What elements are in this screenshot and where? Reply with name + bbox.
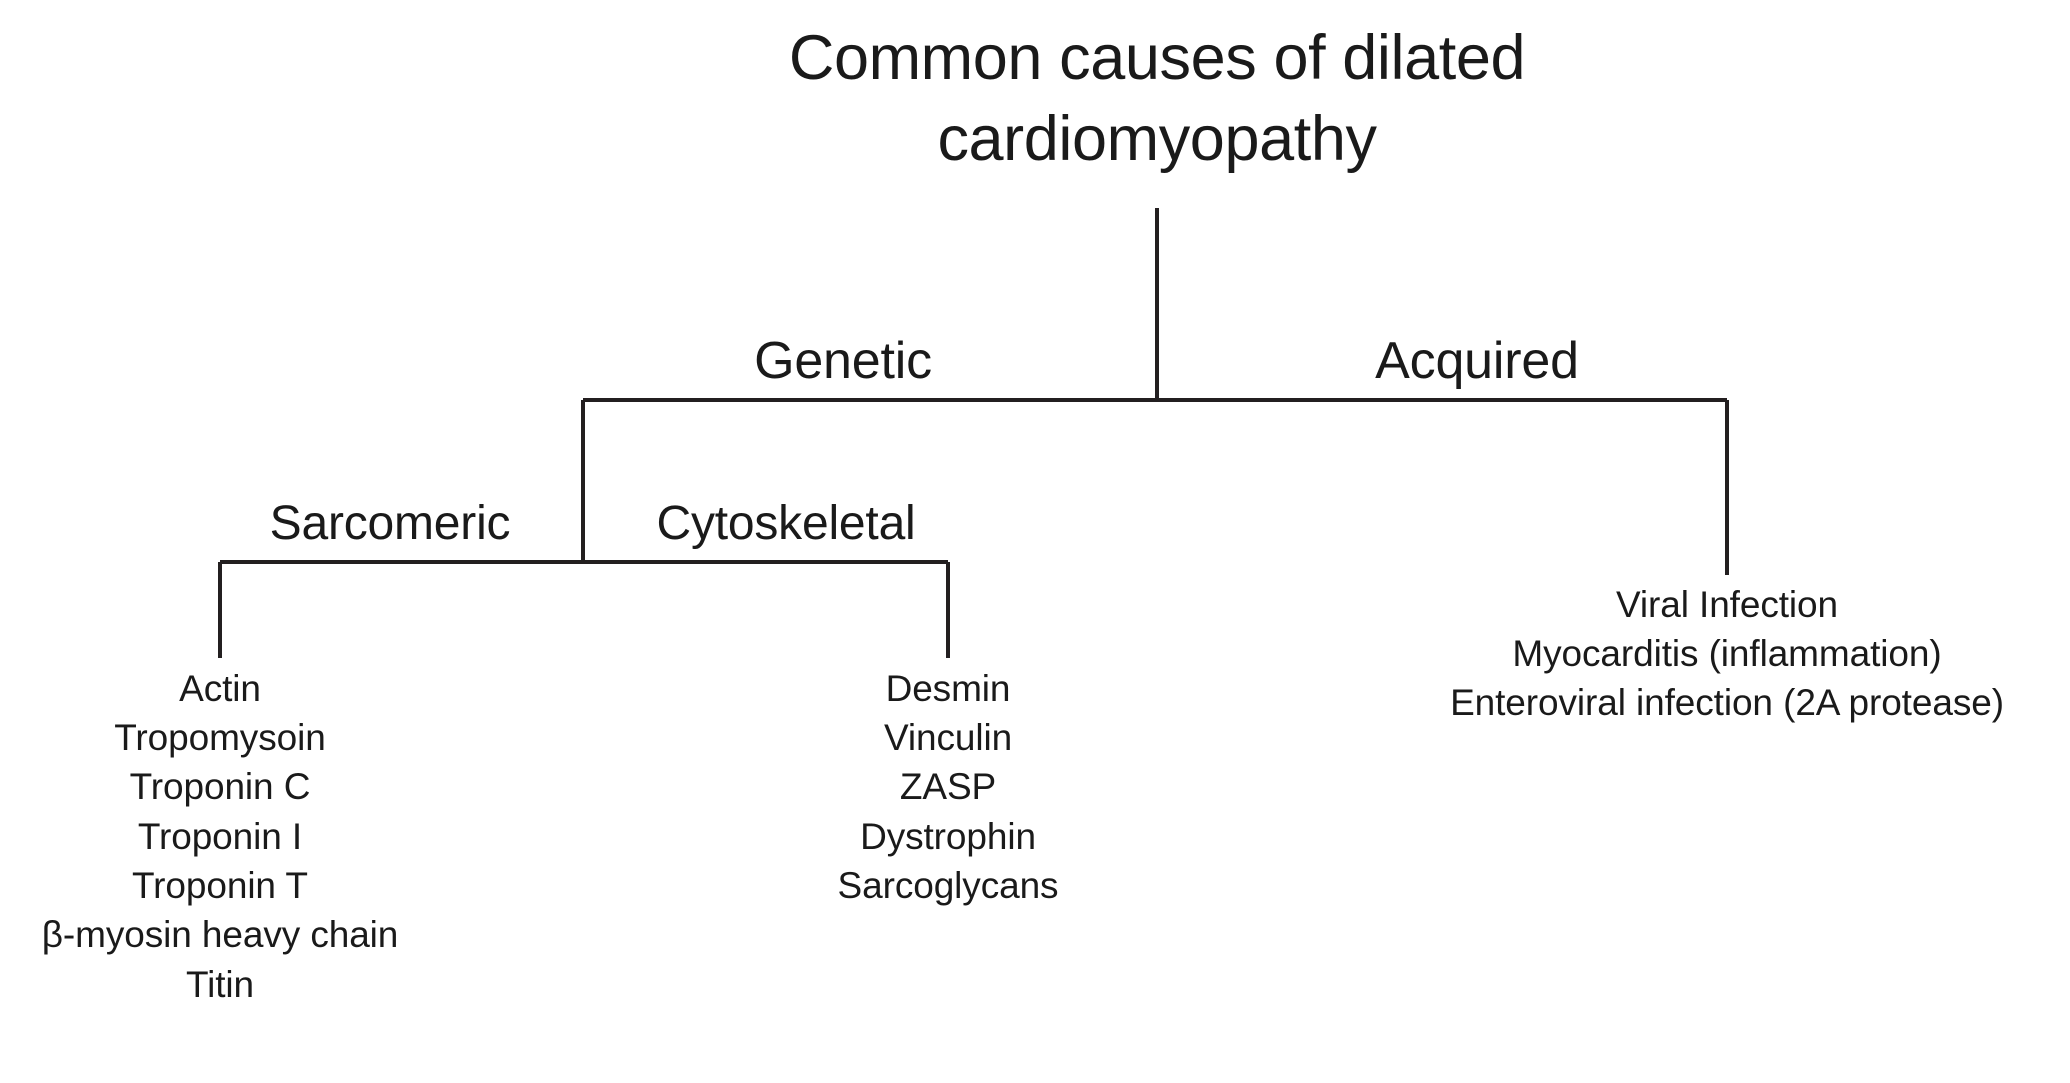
list-item: Tropomysoin [114, 716, 326, 758]
list-item: Troponin I [137, 815, 303, 857]
page-title: Common causes of dilated cardiomyopathy [788, 23, 1526, 174]
list-item: Dystrophin [860, 815, 1036, 857]
branch-label-sarcomeric: Sarcomeric [269, 497, 511, 550]
list-item: Myocarditis (inflammation) [1512, 632, 1942, 674]
list-item: Desmin [885, 667, 1011, 709]
list-item: Sarcoglycans [837, 865, 1059, 907]
leaf-list-sarcomeric: Actin Tropomysoin Troponin C Troponin I … [42, 664, 399, 1010]
list-item: β-myosin heavy chain [41, 914, 399, 956]
branch-label-acquired: Acquired [1375, 332, 1579, 390]
list-item: Actin [179, 667, 261, 709]
list-item: Enteroviral infection (2A protease) [1450, 682, 2004, 724]
list-item: Troponin T [132, 865, 308, 907]
list-item: Viral Infection [1615, 583, 1838, 625]
branch-label-genetic: Genetic [754, 332, 932, 390]
list-item: Vinculin [883, 716, 1013, 758]
leaf-list-cytoskeletal: Desmin Vinculin ZASP Dystrophin Sarcogly… [838, 664, 1059, 911]
list-item: Troponin C [129, 766, 311, 808]
list-item: ZASP [899, 766, 997, 808]
list-item: Titin [185, 963, 255, 1005]
leaf-list-acquired: Viral Infection Myocarditis (inflammatio… [1450, 580, 2004, 728]
branch-label-cytoskeletal: Cytoskeletal [656, 497, 916, 550]
